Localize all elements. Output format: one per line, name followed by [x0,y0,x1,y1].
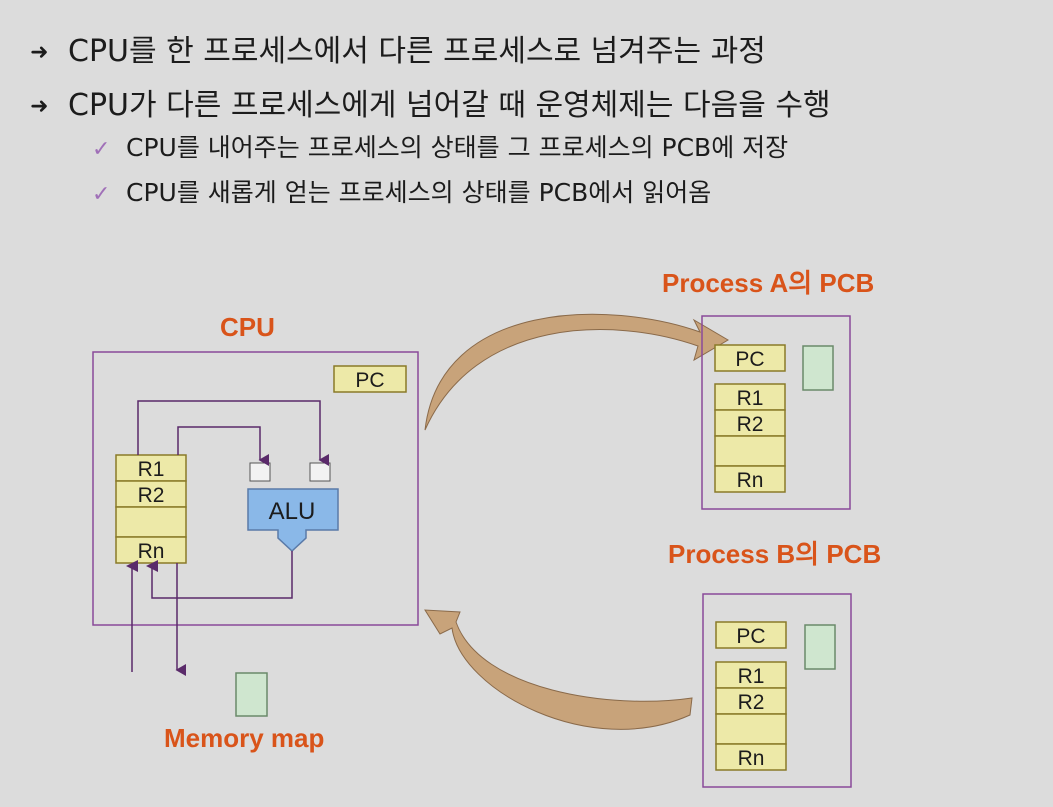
pcb-a-box [701,315,851,510]
pcb-b-box [702,593,852,788]
pcb-a-memory-block [802,345,834,391]
pcb-b-register-file: R1 R2 Rn [715,661,787,771]
sub-bullet-1: ✓ CPU를 내어주는 프로세스의 상태를 그 프로세스의 PCB에 저장 [92,128,788,164]
cpu-register-file: R1 R2 Rn [115,454,187,564]
cpu-data-paths [126,400,329,676]
sub-bullet-1-text: CPU를 내어주는 프로세스의 상태를 그 프로세스의 PCB에 저장 [126,133,789,162]
cpu-title: CPU [220,312,275,342]
pcb-b-register-rn: Rn [738,747,765,770]
memory-block [235,672,268,717]
pcb-b-pc-register: PC [715,621,787,649]
pcb-b-pc-label: PC [736,625,765,648]
memory-map-label: Memory map [164,723,324,753]
checkmark-icon: ✓ [92,182,111,207]
bullet-2-text: CPU가 다른 프로세스에게 넘어갈 때 운영체제는 다음을 수행 [68,88,831,123]
alu-input-a [249,462,271,482]
bullet-1-text: CPU를 한 프로세스에서 다른 프로세스로 넘겨주는 과정 [68,34,766,69]
pcb-a-pc-label: PC [735,348,764,371]
pcb-a-register-rn: Rn [737,469,764,492]
pcb-a-register-r2: R2 [737,413,764,436]
alu: ALU [247,488,339,553]
sub-bullet-2-text: CPU를 새롭게 얻는 프로세스의 상태를 PCB에서 읽어옴 [126,178,712,207]
pcb-a-register-r1: R1 [737,387,764,410]
alu-label: ALU [269,498,316,525]
pcb-a-register-file: R1 R2 Rn [714,383,786,493]
cpu-register-rn: Rn [138,540,165,563]
bullet-2: ➜ CPU가 다른 프로세스에게 넘어갈 때 운영체제는 다음을 수행 [30,80,831,124]
alu-input-b [309,462,331,482]
pcb-b-register-r1: R1 [738,665,765,688]
bullet-1: ➜ CPU를 한 프로세스에서 다른 프로세스로 넘겨주는 과정 [30,26,766,70]
cpu-box [92,351,419,626]
cpu-register-r2: R2 [138,484,165,507]
load-from-pcb-b-arrow [424,609,693,730]
cpu-pc-register: PC [333,365,407,393]
pcb-b-register-r2: R2 [738,691,765,714]
pcb-b-memory-block [804,624,836,670]
cpu-register-r1: R1 [138,458,165,481]
checkmark-icon: ✓ [92,137,111,162]
pcb-a-pc-register: PC [714,344,786,372]
save-to-pcb-a-arrow [424,313,729,431]
pcb-a-title: Process A의 PCB [662,268,874,298]
cpu-pc-label: PC [355,369,384,392]
pcb-b-title: Process B의 PCB [668,539,881,569]
sub-bullet-2: ✓ CPU를 새롭게 얻는 프로세스의 상태를 PCB에서 읽어옴 [92,173,711,209]
arrow-bullet-icon: ➜ [30,40,49,65]
arrow-bullet-icon: ➜ [30,94,49,119]
